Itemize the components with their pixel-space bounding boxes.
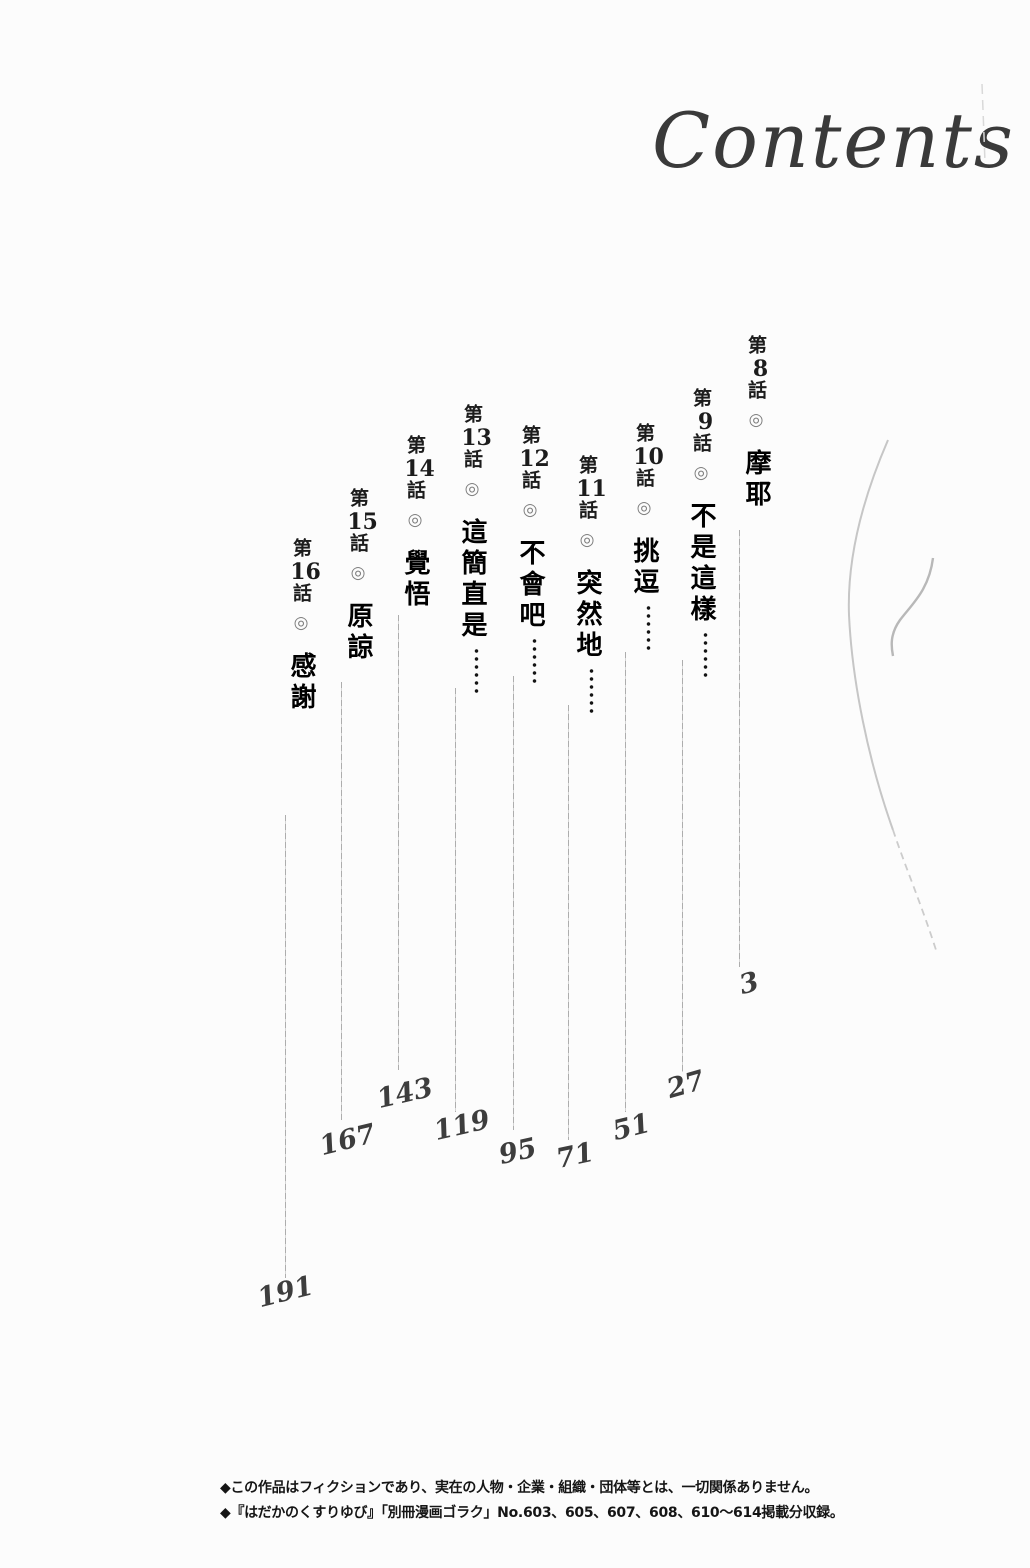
- bullseye-bullet-icon: ◎: [348, 563, 368, 587]
- bullseye-bullet-icon: ◎: [691, 463, 711, 487]
- page-number: 143: [374, 1072, 436, 1115]
- footer-disclaimer: ◆この作品はフィクションであり、実在の人物・企業・組織・団体等とは、一切関係あり…: [220, 1480, 819, 1496]
- chapter-prefix: 第: [690, 388, 712, 411]
- chapter-title: 覺悟: [400, 549, 430, 611]
- sketch-curve-outer: [847, 439, 894, 831]
- leader-line: [455, 688, 456, 1112]
- toc-entry-header: 第16話 ◎ 感謝: [283, 538, 324, 714]
- page-number: 119: [431, 1104, 493, 1147]
- bullseye-bullet-icon: ◎: [634, 498, 654, 522]
- chapter-number: 12: [519, 446, 550, 472]
- chapter-title: 原諒: [343, 602, 373, 664]
- bullseye-bullet-icon: ◎: [520, 500, 540, 524]
- page-number: 191: [254, 1270, 317, 1314]
- page-number: 95: [496, 1132, 540, 1171]
- leader-line: [682, 660, 683, 1072]
- chapter-number: 16: [290, 559, 321, 585]
- chapter-number: 11: [576, 476, 607, 502]
- bullseye-bullet-icon: ◎: [405, 510, 425, 534]
- chapter-title: 感謝: [286, 652, 316, 714]
- chapter-title: 不會吧: [515, 539, 545, 632]
- chapter-prefix: 第: [519, 425, 541, 448]
- leader-line: [341, 682, 342, 1120]
- leader-line: [285, 815, 286, 1278]
- toc-entry-header: 第10話 ◎ 挑逗: [626, 423, 667, 652]
- chapter-title: 挑逗: [629, 537, 659, 599]
- leader-line: [513, 676, 514, 1130]
- footer-notes: ◆この作品はフィクションであり、実在の人物・企業・組織・団体等とは、一切関係あり…: [220, 1476, 844, 1526]
- bullseye-bullet-icon: ◎: [462, 479, 482, 503]
- chapter-suffix: 話: [633, 468, 655, 491]
- chapter-number: 9: [697, 409, 714, 435]
- chapter-title: 摩耶: [741, 449, 771, 511]
- bullseye-bullet-icon: ◎: [577, 530, 597, 554]
- chapter-suffix: 話: [690, 433, 712, 456]
- chapter-suffix: 話: [745, 380, 767, 403]
- chapter-prefix: 第: [633, 423, 655, 446]
- title-ellipsis-dots: [703, 631, 708, 679]
- chapter-prefix: 第: [347, 488, 369, 511]
- chapter-title: 突然地: [572, 569, 602, 662]
- chapter-suffix: 話: [519, 470, 541, 493]
- title-ellipsis-dots: [474, 647, 479, 695]
- chapter-title: 這簡直是: [457, 518, 487, 642]
- leader-line: [398, 615, 399, 1070]
- title-ellipsis-dots: [532, 637, 537, 685]
- chapter-prefix: 第: [404, 435, 426, 458]
- chapter-suffix: 話: [404, 480, 426, 503]
- chapter-number: 10: [633, 444, 664, 470]
- chapter-prefix: 第: [576, 455, 598, 478]
- chapter-number: 14: [404, 456, 435, 482]
- leader-line: [625, 652, 626, 1112]
- chapter-title: 不是這樣: [686, 502, 716, 626]
- bullseye-bullet-icon: ◎: [746, 410, 766, 434]
- toc-entry-header: 第15話 ◎ 原諒: [340, 488, 381, 664]
- chapter-prefix: 第: [745, 335, 767, 358]
- chapter-suffix: 話: [347, 533, 369, 556]
- title-ellipsis-dots: [589, 667, 594, 715]
- page-number: 71: [553, 1136, 597, 1175]
- toc-entry-header: 第12話 ◎ 不會吧: [512, 425, 553, 685]
- leader-line: [739, 530, 740, 967]
- chapter-prefix: 第: [461, 404, 483, 427]
- toc-entry-header: 第14話 ◎ 覺悟: [397, 435, 438, 611]
- leader-line: [568, 705, 569, 1140]
- page-number: 167: [316, 1118, 379, 1162]
- page-number: 51: [609, 1107, 654, 1147]
- chapter-suffix: 話: [290, 583, 312, 606]
- chapter-suffix: 話: [461, 449, 483, 472]
- toc-entry-header: 第8話 ◎ 摩耶: [738, 335, 775, 511]
- sketch-curve-outer-tail: [892, 829, 937, 951]
- chapter-prefix: 第: [290, 538, 312, 561]
- bullseye-bullet-icon: ◎: [291, 613, 311, 637]
- chapter-number: 15: [347, 509, 378, 535]
- toc-entry-header: 第13話 ◎ 這簡直是: [454, 404, 495, 695]
- page-title: Contents: [652, 96, 1015, 185]
- toc-entry-header: 第9話 ◎ 不是這樣: [683, 388, 720, 679]
- chapter-suffix: 話: [576, 500, 598, 523]
- footer-source-note: ◆『はだかのくすりゆび』「別冊漫画ゴラク」No.603、605、607、608、…: [220, 1505, 844, 1521]
- page-number: 3: [735, 966, 763, 1001]
- chapter-number: 13: [461, 425, 492, 451]
- sketch-curve-inner: [890, 557, 935, 657]
- chapter-number: 8: [752, 356, 769, 382]
- page-number: 27: [663, 1064, 709, 1105]
- title-ellipsis-dots: [646, 604, 651, 652]
- toc-entry-header: 第11話 ◎ 突然地: [569, 455, 610, 715]
